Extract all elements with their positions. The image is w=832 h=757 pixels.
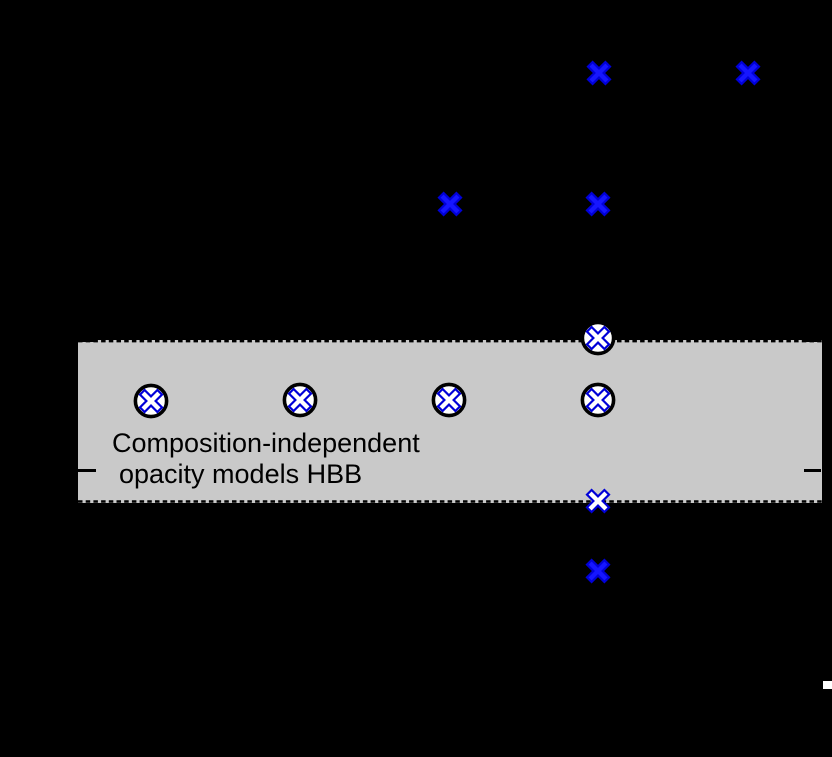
circled-x-marker xyxy=(580,320,616,356)
circled-x-marker xyxy=(431,382,467,418)
x-glyph xyxy=(585,325,611,351)
x-glyph xyxy=(585,488,611,514)
circled-x-marker xyxy=(133,383,169,419)
blue-x-marker xyxy=(585,558,611,584)
blue-x-marker xyxy=(586,60,612,86)
circled-x-marker xyxy=(282,382,318,418)
x-glyph xyxy=(287,387,313,413)
x-glyph xyxy=(585,191,611,217)
band-annotation-line2: opacity models HBB xyxy=(119,459,363,489)
shaded-band xyxy=(78,340,822,503)
x-glyph xyxy=(585,387,611,413)
blue-x-marker xyxy=(585,191,611,217)
blue-x-marker xyxy=(735,60,761,86)
x-glyph xyxy=(585,558,611,584)
blue-x-marker xyxy=(437,191,463,217)
x-glyph xyxy=(436,387,462,413)
circled-x-marker xyxy=(580,382,616,418)
x-glyph xyxy=(735,60,761,86)
band-annotation: Composition-independent opacity models H… xyxy=(112,428,420,490)
white-edge-mark xyxy=(823,681,832,689)
x-glyph xyxy=(138,388,164,414)
band-annotation-line1: Composition-independent xyxy=(112,428,420,458)
x-glyph xyxy=(437,191,463,217)
white-faced-x-marker xyxy=(585,488,611,514)
x-glyph xyxy=(586,60,612,86)
